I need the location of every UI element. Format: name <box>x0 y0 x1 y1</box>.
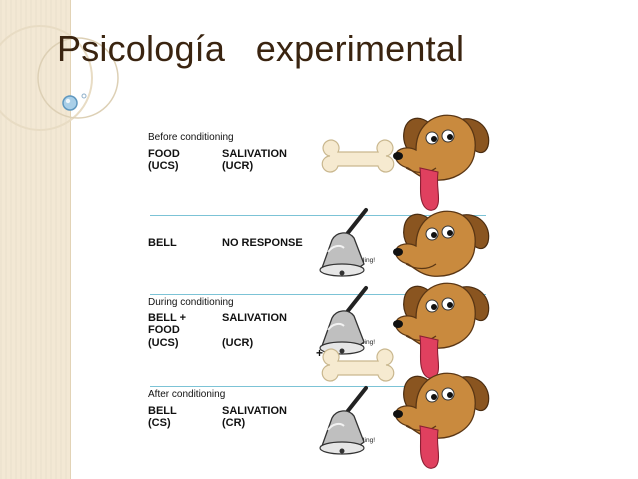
stimulus-label: (CS) <box>148 417 171 429</box>
dog-icon <box>392 210 490 277</box>
bone-icon <box>321 139 395 173</box>
deco-ring-medium <box>37 37 119 119</box>
stimulus-label: (UCS) <box>148 160 179 172</box>
section-divider <box>150 215 486 216</box>
bubble-highlight <box>65 98 71 104</box>
dog-icon <box>392 114 490 181</box>
tongue-icon <box>419 167 440 211</box>
tongue-icon <box>419 335 440 379</box>
bell-icon <box>318 386 368 456</box>
section-divider <box>150 386 486 387</box>
bone-icon <box>321 348 395 382</box>
small-bubble-icon <box>81 93 87 99</box>
stimulus-label: FOOD <box>148 148 180 160</box>
section-header: After conditioning <box>148 389 226 400</box>
response-label: SALIVATION <box>222 405 287 417</box>
response-label: (UCR) <box>222 160 254 172</box>
section-divider <box>150 294 486 295</box>
section-header: During conditioning <box>148 297 234 308</box>
response-label: (CR) <box>222 417 246 429</box>
bell-icon <box>318 286 368 356</box>
response-label: SALIVATION <box>222 312 287 324</box>
response-label: (UCR) <box>222 337 254 349</box>
stimulus-label: BELL <box>148 405 177 417</box>
tongue-icon <box>419 425 440 469</box>
response-label: SALIVATION <box>222 148 287 160</box>
dog-icon <box>392 372 490 439</box>
bell-icon <box>318 208 368 278</box>
stimulus-label: BELL <box>148 237 177 249</box>
stimulus-label: (UCS) <box>148 337 179 349</box>
dog-icon <box>392 282 490 349</box>
slide-title: Psicología experimental <box>57 28 465 69</box>
section-header: Before conditioning <box>148 132 234 143</box>
stimulus-label: BELL + <box>148 312 187 324</box>
side-decoration-strip <box>0 0 71 479</box>
plus-sign: + <box>316 346 324 360</box>
decorative-circles <box>0 25 119 131</box>
stimulus-label: FOOD <box>148 324 180 336</box>
response-label: NO RESPONSE <box>222 237 303 249</box>
deco-ring-large <box>0 25 93 131</box>
